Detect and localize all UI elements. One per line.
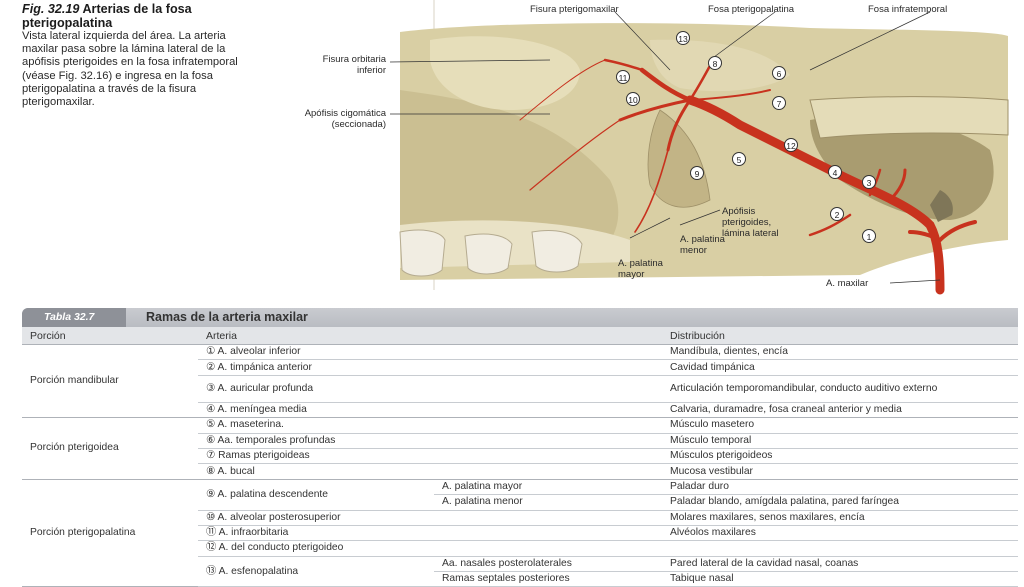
label-fosa-infratemporal: Fosa infratemporal xyxy=(868,4,948,15)
marker-5: 5 xyxy=(732,152,746,166)
marker-3: 3 xyxy=(862,175,876,189)
sub-cell: A. palatina menor xyxy=(434,494,662,511)
sub-cell xyxy=(434,359,662,376)
distribution-cell: Paladar duro xyxy=(662,479,1018,496)
sub-cell xyxy=(434,540,662,557)
distribution-cell: Mucosa vestibular xyxy=(662,463,1018,480)
marker-9: 9 xyxy=(690,166,704,180)
sub-cell: Ramas septales posteriores xyxy=(434,571,662,587)
artery-cell: ⑧ A. bucal xyxy=(198,463,434,480)
sub-cell xyxy=(434,417,662,434)
sub-cell xyxy=(434,375,662,403)
marker-12: 12 xyxy=(784,138,798,152)
label-apofisis-pterigoides: Apófisis pterigoides, lámina lateral xyxy=(722,206,779,239)
artery-cell: ④ A. meníngea media xyxy=(198,402,434,419)
skull-drawing xyxy=(389,0,1009,295)
artery-cell: ⑦ Ramas pterigoideas xyxy=(198,448,434,465)
sub-cell xyxy=(434,510,662,526)
portion-pterigopalatina: Porción pterigopalatina xyxy=(22,479,198,587)
artery-cell: ⑥ Aa. temporales profundas xyxy=(198,433,434,449)
marker-2: 2 xyxy=(830,207,844,221)
figure-description: Vista lateral izquierda del área. La art… xyxy=(22,30,238,109)
table-row: ⑧ A. bucal Mucosa vestibular xyxy=(22,463,1018,480)
marker-7: 7 xyxy=(772,96,786,110)
header-sub xyxy=(434,327,662,345)
marker-13: 13 xyxy=(676,31,690,45)
distribution-cell: Tabique nasal xyxy=(662,571,1018,587)
artery-cell: ⑬ A. esfenopalatina xyxy=(198,556,434,587)
artery-cell: ⑩ A. alveolar posterosuperior xyxy=(198,510,434,526)
label-fisura-pterigomaxilar: Fisura pterigomaxilar xyxy=(530,4,619,15)
distribution-cell: Músculo temporal xyxy=(662,433,1018,449)
artery-cell: ① A. alveolar inferior xyxy=(198,344,434,361)
branches-table: Porción Arteria Distribución Porción man… xyxy=(22,327,1018,587)
skull-illustration: Fisura pterigomaxilar Fosa pterigopalati… xyxy=(250,0,1024,300)
artery-cell: ⑤ A. maseterina. xyxy=(198,417,434,434)
marker-6: 6 xyxy=(772,66,786,80)
sub-cell xyxy=(434,344,662,361)
distribution-cell: Mandíbula, dientes, encía xyxy=(662,344,1018,361)
marker-11: 11 xyxy=(616,70,630,84)
label-a-maxilar: A. maxilar xyxy=(826,278,869,289)
table-row: ② A. timpánica anterior Cavidad timpánic… xyxy=(22,359,1018,376)
distribution-cell: Músculos pterigoideos xyxy=(662,448,1018,465)
table-header-row: Porción Arteria Distribución xyxy=(22,327,1018,345)
table-row: ③ A. auricular profunda Articulación tem… xyxy=(22,375,1018,403)
sub-cell xyxy=(434,433,662,449)
label-fosa-pterigopalatina: Fosa pterigopalatina xyxy=(708,4,795,15)
table-title: Ramas de la arteria maxilar xyxy=(146,310,308,324)
distribution-cell xyxy=(662,540,1018,557)
table-row: Porción pterigopalatina ⑨ A. palatina de… xyxy=(22,479,1018,587)
sub-cell: Aa. nasales posterolaterales xyxy=(434,556,662,573)
sub-cell xyxy=(434,525,662,542)
marker-1: 1 xyxy=(862,229,876,243)
table-row: ⑫ A. del conducto pterigoideo xyxy=(22,540,1018,557)
table-row: Porción mandibular ① A. alveolar inferio… xyxy=(22,344,1018,419)
table-row: Porción pterigoidea ⑤ A. maseterina. Mús… xyxy=(22,417,1018,480)
table-row: ⑩ A. alveolar posterosuperior Molares ma… xyxy=(22,510,1018,526)
table-row: ⑦ Ramas pterigoideas Músculos pterigoide… xyxy=(22,448,1018,465)
table-row: ④ A. meníngea media Calvaria, duramadre,… xyxy=(22,402,1018,419)
sub-cell xyxy=(434,463,662,480)
distribution-cell: Pared lateral de la cavidad nasal, coana… xyxy=(662,556,1018,573)
figure-title: Fig. 32.19 Arterias de la fosa pterigopa… xyxy=(22,2,242,30)
figure-caption: Fig. 32.19 Arterias de la fosa pterigopa… xyxy=(22,2,242,109)
distribution-cell: Calvaria, duramadre, fosa craneal anteri… xyxy=(662,402,1018,419)
header-portion: Porción xyxy=(22,327,198,345)
marker-4: 4 xyxy=(828,165,842,179)
table-row: ⑥ Aa. temporales profundas Músculo tempo… xyxy=(22,433,1018,449)
table-row: ⑪ A. infraorbitaria Alvéolos maxilares xyxy=(22,525,1018,542)
header-artery: Arteria xyxy=(198,327,434,345)
sub-cell xyxy=(434,402,662,419)
header-distribution: Distribución xyxy=(662,327,1018,345)
sub-cell xyxy=(434,448,662,465)
distribution-cell: Paladar blando, amígdala palatina, pared… xyxy=(662,494,1018,511)
sub-cell: A. palatina mayor xyxy=(434,479,662,496)
maxillary-artery-table: Tabla 32.7 Ramas de la arteria maxilar P… xyxy=(22,308,1018,587)
table-header-bar: Tabla 32.7 Ramas de la arteria maxilar xyxy=(22,308,1018,327)
artery-cell: ⑫ A. del conducto pterigoideo xyxy=(198,540,434,557)
label-a-palatina-menor: A. palatina menor xyxy=(680,234,725,256)
artery-cell: ② A. timpánica anterior xyxy=(198,359,434,376)
table-number: Tabla 32.7 xyxy=(22,308,126,327)
artery-cell: ⑨ A. palatina descendente xyxy=(198,479,434,511)
distribution-cell: Cavidad timpánica xyxy=(662,359,1018,376)
label-fisura-orbitaria: Fisura orbitaria inferior xyxy=(322,54,386,76)
label-apofisis-cigomatica: Apófisis cigomática (seccionada) xyxy=(304,108,386,130)
marker-8: 8 xyxy=(708,56,722,70)
figure-title-text: Arterias de la fosa pterigopalatina xyxy=(22,2,192,30)
portion-mandibular: Porción mandibular xyxy=(22,344,198,419)
distribution-cell: Músculo masetero xyxy=(662,417,1018,434)
portion-pterigoidea: Porción pterigoidea xyxy=(22,417,198,480)
table-row: A. palatina menor Paladar blando, amígda… xyxy=(22,494,1018,511)
artery-cell: ⑪ A. infraorbitaria xyxy=(198,525,434,542)
artery-cell: ③ A. auricular profunda xyxy=(198,375,434,403)
distribution-cell: Articulación temporomandibular, conducto… xyxy=(662,375,1018,403)
label-a-palatina-mayor: A. palatina mayor xyxy=(618,258,663,280)
distribution-cell: Alvéolos maxilares xyxy=(662,525,1018,542)
distribution-cell: Molares maxilares, senos maxilares, encí… xyxy=(662,510,1018,526)
marker-10: 10 xyxy=(626,92,640,106)
figure-number: Fig. 32.19 xyxy=(22,2,80,16)
